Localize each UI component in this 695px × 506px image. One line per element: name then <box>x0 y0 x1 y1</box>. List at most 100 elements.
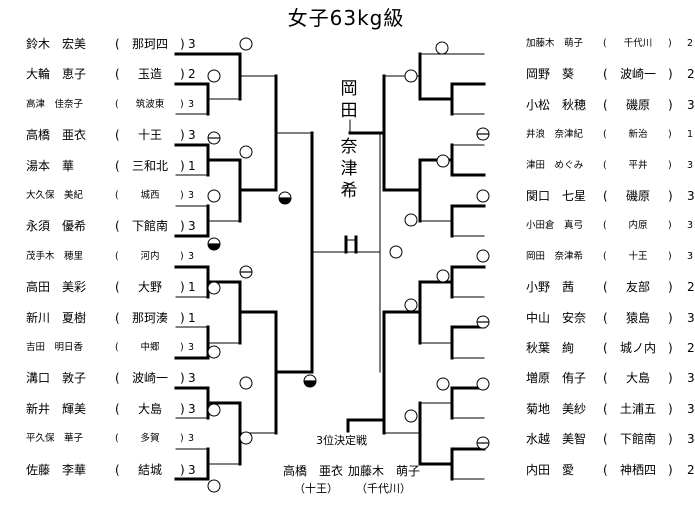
competitor-school: 新治 <box>628 129 648 140</box>
competitor-score: 1 <box>188 280 196 294</box>
competitor-name: 大輪 恵子 <box>26 67 87 81</box>
third-place-right-pref: （千代川） <box>356 482 411 495</box>
paren-close: ) <box>180 219 185 233</box>
paren-close: ) <box>668 220 672 231</box>
paren-open: ( <box>603 371 608 385</box>
competitor-score: 2 <box>188 67 196 81</box>
competitor-name: 中山 安奈 <box>526 311 587 325</box>
competitor-score: 3 <box>188 433 195 444</box>
competitor-school: 下館南 <box>619 432 656 446</box>
competitor-school: 磯原 <box>625 189 650 203</box>
paren-open: ( <box>603 129 607 140</box>
competitor-score: 1 <box>188 159 196 173</box>
result-mark-icon <box>404 409 418 423</box>
competitor-name: 茂手木 穂里 <box>26 251 84 262</box>
paren-close: ) <box>180 190 184 201</box>
result-mark-icon <box>436 154 450 168</box>
result-mark-icon <box>239 37 253 51</box>
competitor-school: 筑波東 <box>135 99 165 110</box>
paren-open: ( <box>115 402 120 416</box>
competitor-score: 2 <box>687 38 694 49</box>
result-mark-icon <box>476 436 490 450</box>
paren-open: ( <box>603 311 608 325</box>
paren-close: ) <box>668 189 673 203</box>
competitor-score: 3 <box>687 189 695 203</box>
paren-open: ( <box>603 402 608 416</box>
competitor-name: 加藤木 萌子 <box>526 38 584 49</box>
paren-close: ) <box>668 67 673 81</box>
paren-open: ( <box>115 159 120 173</box>
champion-char: 津 <box>340 159 358 179</box>
competitor-school: 十王 <box>628 251 648 262</box>
competitor-name: 高田 美彩 <box>26 280 87 294</box>
competitor-school: 下館南 <box>131 219 168 233</box>
competitor-school: 城ノ内 <box>619 341 656 355</box>
paren-open: ( <box>115 99 119 110</box>
paren-close: ) <box>180 99 184 110</box>
competitor-name: 水越 美智 <box>526 432 587 446</box>
paren-close: ) <box>668 402 673 416</box>
competitor-school: 那珂湊 <box>131 311 168 325</box>
competitor-school: 波崎一 <box>131 371 168 385</box>
competitor-score: 3 <box>687 98 695 112</box>
paren-open: ( <box>115 371 120 385</box>
paren-open: ( <box>603 189 608 203</box>
competitor-school: 十王 <box>137 128 162 142</box>
competitor-school: 波崎一 <box>619 67 656 81</box>
result-mark-icon <box>303 374 317 388</box>
competitor-school: 大野 <box>137 280 162 294</box>
paren-open: ( <box>115 219 120 233</box>
competitor-school: 平井 <box>628 160 648 171</box>
competitor-score: 3 <box>687 371 695 385</box>
competitor-name: 岡野 葵 <box>526 67 575 81</box>
competitor-score: 3 <box>188 219 196 233</box>
competitor-score: 2 <box>687 67 695 81</box>
paren-open: ( <box>603 160 607 171</box>
paren-close: ) <box>668 341 673 355</box>
result-mark-icon <box>239 265 253 279</box>
competitor-school: 友部 <box>625 280 650 294</box>
paren-close: ) <box>180 342 184 353</box>
competitor-name: 津田 めぐみ <box>526 160 584 171</box>
competitor-name: 溝口 敦子 <box>26 371 87 385</box>
competitor-score: 2 <box>687 463 695 477</box>
competitor-name: 鈴木 宏美 <box>26 37 87 51</box>
paren-close: ) <box>180 402 185 416</box>
competitor-score: 3 <box>188 37 196 51</box>
competitor-school: 中郷 <box>140 342 160 353</box>
paren-open: ( <box>603 463 608 477</box>
competitor-school: 河内 <box>140 251 160 262</box>
result-mark-icon <box>239 431 253 445</box>
result-mark-icon <box>207 189 221 203</box>
competitor-score: 3 <box>188 402 196 416</box>
competitor-school: 磯原 <box>625 98 650 112</box>
competitor-school: 千代川 <box>623 38 653 49</box>
third-place-left-name: 高橋 亜衣 <box>283 464 344 478</box>
result-mark-icon <box>207 479 221 493</box>
champion-name: 岡 田 奈 津 希 <box>336 78 362 202</box>
paren-open: ( <box>115 342 119 353</box>
paren-close: ) <box>180 433 184 444</box>
result-mark-icon <box>278 191 292 205</box>
competitor-school: 内原 <box>628 220 648 231</box>
competitor-score: 3 <box>687 251 694 262</box>
competitor-school: 土浦五 <box>619 402 656 416</box>
result-mark-icon <box>207 237 221 251</box>
paren-close: ) <box>668 311 673 325</box>
champion-char: 希 <box>340 181 358 201</box>
paren-close: ) <box>180 280 185 294</box>
result-mark-icon <box>404 213 418 227</box>
paren-close: ) <box>180 37 185 51</box>
competitor-score: 3 <box>687 220 694 231</box>
competitor-score: 3 <box>188 463 196 477</box>
champion-char: 岡 <box>340 79 358 99</box>
paren-open: ( <box>603 220 607 231</box>
champion-char: 奈 <box>340 137 358 157</box>
competitor-name: 増原 侑子 <box>526 371 587 385</box>
paren-open: ( <box>115 37 120 51</box>
result-mark-icon <box>207 403 221 417</box>
third-place-left-pref: （十王） <box>294 482 338 495</box>
paren-close: ) <box>668 432 673 446</box>
result-mark-icon <box>207 131 221 145</box>
competitor-school: 神栖四 <box>619 463 656 477</box>
